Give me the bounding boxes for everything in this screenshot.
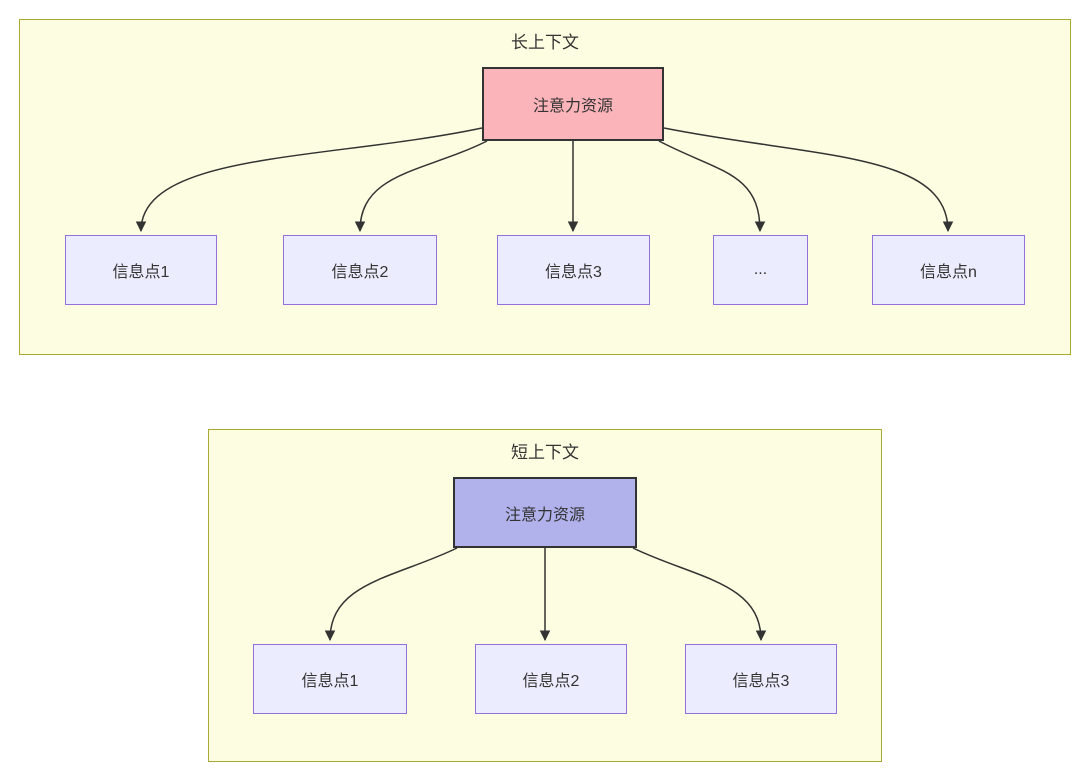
info-node: 信息点3 — [497, 235, 650, 305]
info-node: 信息点1 — [253, 644, 407, 714]
info-node: 信息点2 — [283, 235, 437, 305]
attention-node-long: 注意力资源 — [482, 67, 664, 141]
info-node: 信息点1 — [65, 235, 217, 305]
info-node: 信息点2 — [475, 644, 627, 714]
info-node: 信息点3 — [685, 644, 837, 714]
info-node-ellipsis: ... — [713, 235, 808, 305]
info-node: 信息点n — [872, 235, 1025, 305]
long-context-title: 长上下文 — [511, 33, 579, 52]
short-context-title: 短上下文 — [511, 443, 579, 462]
attention-node-short: 注意力资源 — [453, 477, 637, 548]
